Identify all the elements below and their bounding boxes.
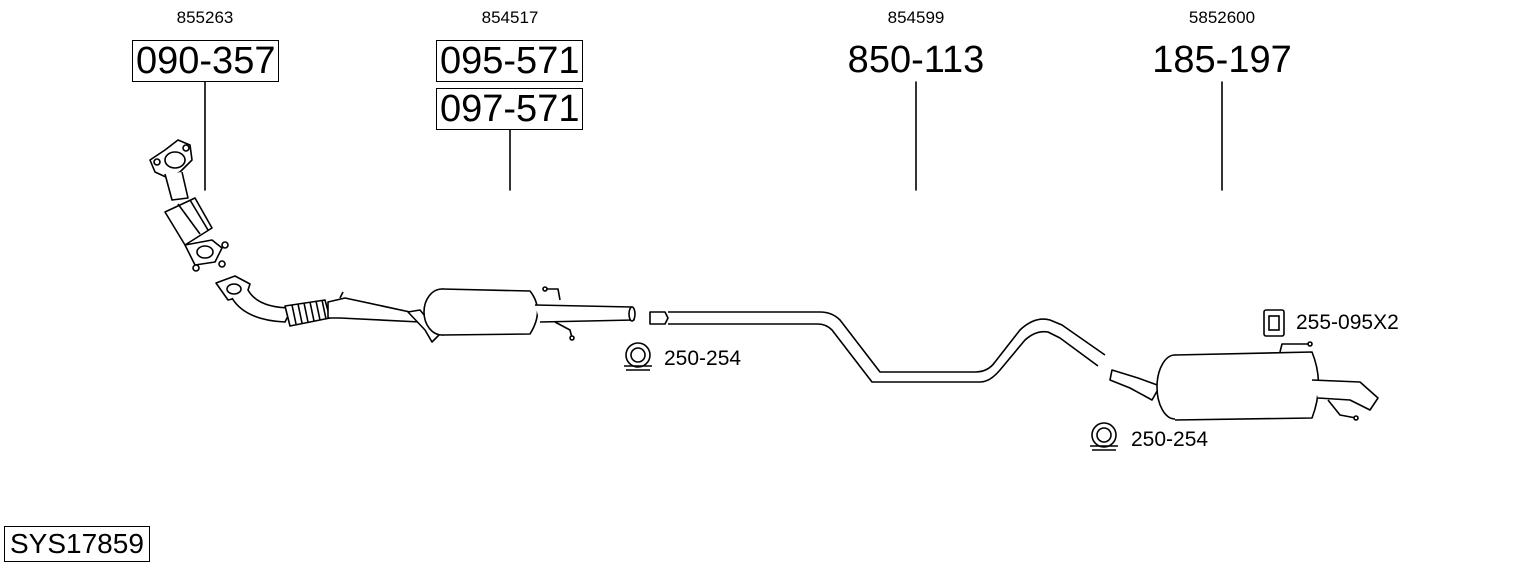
accessory-label-rubber-mount[interactable]: 255-095X2 xyxy=(1296,311,1399,334)
oe-ref-5852600: 5852600 xyxy=(1188,8,1256,27)
front-silencer-drawing xyxy=(407,286,636,343)
part-number-090-357[interactable]: 090-357 xyxy=(132,40,280,82)
clamp-front-drawing xyxy=(624,342,652,371)
oe-ref-855263: 855263 xyxy=(176,8,234,27)
part-number-097-571[interactable]: 097-571 xyxy=(436,88,584,130)
front-pipe-catalyst-drawing xyxy=(149,139,421,327)
oe-ref-854517: 854517 xyxy=(481,8,539,27)
part-number-850-113[interactable]: 850-113 xyxy=(847,39,985,81)
accessory-label-clamp-front[interactable]: 250-254 xyxy=(664,347,742,370)
part-number-185-197[interactable]: 185-197 xyxy=(1152,39,1292,81)
part-number-095-571[interactable]: 095-571 xyxy=(436,40,584,82)
accessory-label-clamp-rear[interactable]: 250-254 xyxy=(1131,428,1209,451)
middle-pipe-drawing xyxy=(649,311,1106,383)
rubber-mount-drawing xyxy=(1263,309,1285,337)
system-code: SYS17859 xyxy=(4,526,150,562)
clamp-rear-drawing xyxy=(1090,422,1118,451)
oe-ref-854599: 854599 xyxy=(887,8,945,27)
rear-silencer-drawing xyxy=(1109,341,1379,421)
